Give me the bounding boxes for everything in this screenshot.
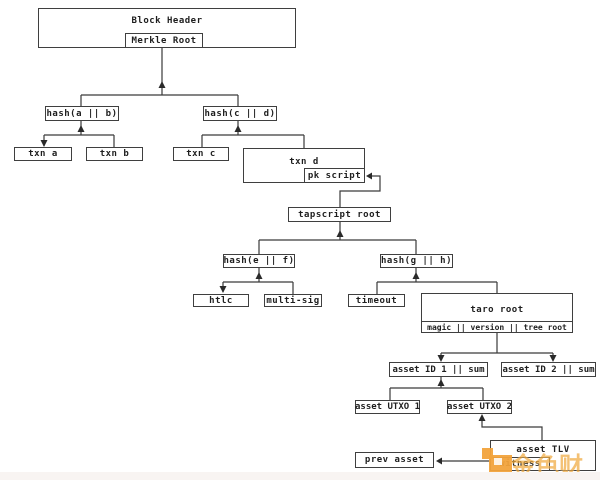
edge-assetid1-utxos: [389, 377, 484, 400]
node-timeout-label: timeout: [355, 295, 398, 306]
node-asset-tlv-label: asset TLV: [516, 445, 570, 455]
node-pk-script-label: pk script: [307, 170, 362, 181]
edge-tapscript-hashes: [258, 222, 417, 254]
node-prev-asset-label: prev asset: [364, 455, 425, 465]
node-asset-utxo-2-label: asset UTXO 2: [446, 402, 513, 412]
edge-hashgh-leaves: [376, 268, 498, 294]
arrowheads: [40, 81, 557, 465]
node-htlc: htlc: [193, 294, 249, 307]
arrow-up-hashef: [255, 272, 263, 279]
node-multi-sig-label: multi-sig: [266, 295, 320, 306]
node-hash-ab-label: hash(a || b): [46, 108, 118, 119]
node-hash-ef-label: hash(e || f): [223, 256, 295, 266]
arrow-up-hashcd: [234, 125, 242, 132]
node-hash-cd: hash(c || d): [203, 106, 277, 121]
edge-merkleroot-hashes: [80, 48, 239, 106]
arrow-down-assetid1: [437, 355, 445, 362]
node-timeout: timeout: [348, 294, 405, 307]
node-txn-a: txn a: [14, 147, 72, 161]
node-multi-sig: multi-sig: [264, 294, 322, 307]
arrow-up-hashgh: [412, 272, 420, 279]
edge-tapscript-pkscript: [339, 175, 381, 207]
node-taro-root-fields: magic || version || tree root: [421, 321, 573, 333]
node-pk-script: pk script: [304, 168, 365, 183]
node-merkle-root-label: Merkle Root: [131, 35, 197, 46]
node-tapscript-root: tapscript root: [288, 207, 391, 222]
node-txn-d-label: txn d: [289, 157, 319, 167]
node-asset-id-1-label: asset ID 1 || sum: [392, 364, 485, 375]
node-asset-id-1: asset ID 1 || sum: [389, 362, 488, 377]
node-txn-c-label: txn c: [186, 149, 216, 159]
arrow-down-htlc: [219, 286, 227, 293]
node-hash-gh-label: hash(g || h): [380, 256, 453, 266]
bottom-strip: [0, 472, 600, 480]
node-taro-root-fields-label: magic || version || tree root: [427, 322, 567, 332]
node-taro-root-label: taro root: [470, 305, 524, 315]
node-asset-id-2-label: asset ID 2 || sum: [502, 364, 595, 375]
node-hash-ab: hash(a || b): [45, 106, 119, 121]
node-txn-b-label: txn b: [99, 149, 130, 159]
node-asset-utxo-1-label: asset UTXO 1: [354, 402, 421, 412]
node-merkle-root: Merkle Root: [125, 33, 203, 48]
node-txn-b: txn b: [86, 147, 143, 161]
node-asset-utxo-2: asset UTXO 2: [447, 400, 512, 414]
edge-hashef-leaves: [222, 268, 294, 294]
node-hash-cd-label: hash(c || d): [204, 108, 276, 119]
node-htlc-label: htlc: [209, 295, 233, 306]
arrow-down-assetid2: [549, 355, 557, 362]
edge-hashcd-txns: [201, 121, 305, 148]
arrow-up-assetid1-join: [437, 379, 445, 386]
node-hash-gh: hash(g || h): [380, 254, 453, 268]
arrow-up-utxo2: [478, 414, 486, 421]
node-tapscript-root-label: tapscript root: [298, 209, 381, 220]
arrow-up-merkle: [158, 81, 166, 88]
edge-hashab-txns: [43, 121, 115, 147]
node-asset-id-2: asset ID 2 || sum: [501, 362, 596, 377]
node-asset-utxo-1: asset UTXO 1: [355, 400, 420, 414]
arrow-down-txna: [40, 140, 48, 147]
node-witness-label: witness: [499, 459, 541, 469]
arrow-left-prevasset: [436, 457, 442, 465]
node-prev-asset: prev asset: [355, 452, 434, 468]
node-txn-c: txn c: [173, 147, 229, 161]
arrow-up-hashab: [77, 125, 85, 132]
arrow-up-tapscript: [336, 230, 344, 237]
node-hash-ef: hash(e || f): [223, 254, 295, 268]
node-witness: witness: [490, 457, 550, 471]
node-block-header-label: Block Header: [131, 16, 203, 26]
edge-assettlv-utxo2: [481, 420, 543, 440]
edge-taroroot-assetids: [440, 333, 554, 358]
arrow-left-pkscript: [366, 172, 372, 180]
node-txn-a-label: txn a: [28, 149, 58, 159]
